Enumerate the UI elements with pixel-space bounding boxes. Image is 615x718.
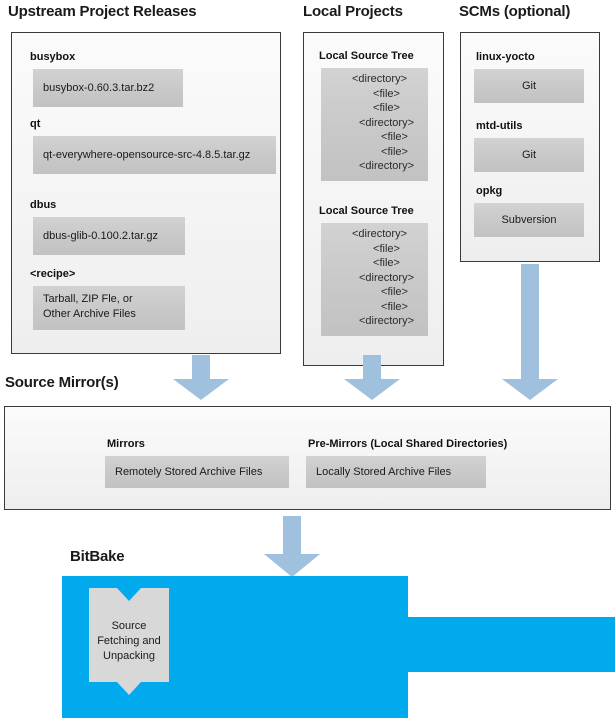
tree-line: <file> [373,242,400,255]
scms-panel: linux-yocto Git mtd-utils Git opkg Subve… [460,32,600,262]
tree-line: <directory> [358,315,415,327]
tree-line: <file> [381,131,408,143]
bitbake-block [62,576,615,718]
local-projects-panel: Local Source Tree <directory> <file> <fi… [303,32,444,366]
tree-line: <file> [381,300,408,313]
scm-chip-mtd-utils: Git [474,138,584,172]
arrow-upstream-to-mirrors [173,355,229,400]
arrow-local-projects-to-mirrors [344,355,400,400]
scm-label-linux-yocto: linux-yocto [476,51,535,63]
source-mirrors-heading: Source Mirror(s) [5,374,119,391]
pre-mirrors-label: Pre-Mirrors (Local Shared Directories) [308,438,508,450]
scm-chip-linux-yocto: Git [474,69,584,103]
tree-line: <directory> [358,271,415,284]
tree-line: <directory> [358,116,415,129]
upstream-chip-busybox: busybox-0.60.3.tar.bz2 [33,69,183,107]
pre-mirrors-chip: Locally Stored Archive Files [306,456,486,488]
local-tree-chip-1: <directory> <file> <file> <directory> <f… [321,68,428,181]
tree-line: <file> [373,87,400,100]
tree-line: <file> [381,145,408,158]
bitbake-heading: BitBake [70,548,125,565]
scms-heading: SCMs (optional) [459,3,571,20]
upstream-label-busybox: busybox [30,51,76,63]
tree-line: <directory> [351,73,408,85]
upstream-chip-qt: qt-everywhere-opensource-src-4.8.5.tar.g… [33,136,276,174]
upstream-chip-recipe-line2: Other Archive Files [43,308,136,320]
tree-line: <file> [373,257,400,269]
source-fetching-task: Source Fetching and Unpacking [89,588,169,695]
arrow-mirrors-to-bitbake [264,516,320,577]
scm-label-mtd-utils: mtd-utils [476,120,523,132]
scm-chip-opkg: Subversion [474,203,584,237]
local-tree-label-2: Local Source Tree [319,205,414,217]
upstream-chip-recipe-line1: Tarball, ZIP Fle, or [43,293,133,305]
scm-label-opkg: opkg [476,185,503,197]
upstream-label-dbus: dbus [30,199,57,211]
local-tree-label-1: Local Source Tree [319,50,414,62]
upstream-panel: busybox busybox-0.60.3.tar.bz2 qt qt-eve… [11,32,281,354]
tree-line: <directory> [351,228,408,240]
source-mirrors-panel: Mirrors Remotely Stored Archive Files Pr… [4,406,611,510]
tree-line: <file> [381,286,408,298]
upstream-chip-dbus: dbus-glib-0.100.2.tar.gz [33,217,185,255]
upstream-label-qt: qt [30,118,41,130]
tree-line: <directory> [358,160,415,172]
local-projects-heading: Local Projects [303,3,403,20]
upstream-chip-recipe: Tarball, ZIP Fle, or Other Archive Files [33,286,185,330]
local-tree-chip-2: <directory> <file> <file> <directory> <f… [321,223,428,336]
tree-line: <file> [373,102,400,114]
upstream-label-recipe: <recipe> [30,268,76,280]
upstream-heading: Upstream Project Releases [8,3,197,20]
arrow-scms-to-mirrors [502,264,558,400]
mirrors-label: Mirrors [107,438,145,450]
mirrors-chip: Remotely Stored Archive Files [105,456,289,488]
